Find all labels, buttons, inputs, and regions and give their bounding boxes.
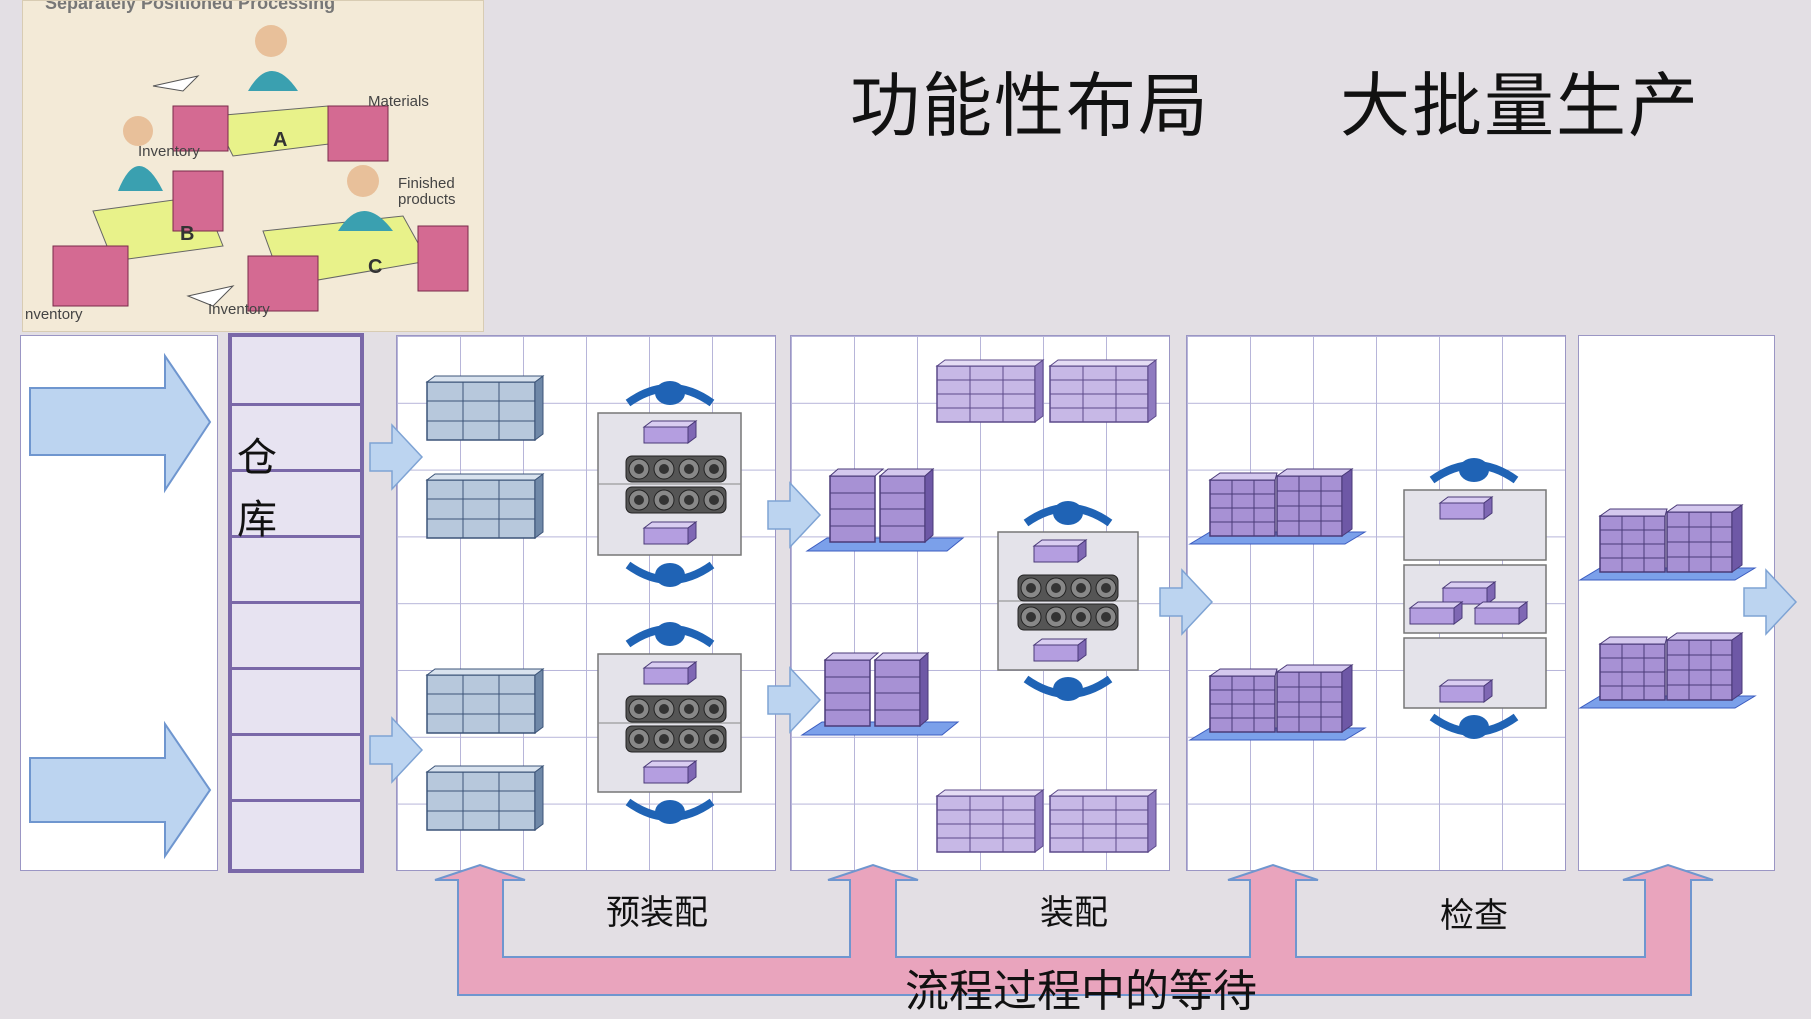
factory-illustration: Separately Positioned Processing A B C M…: [22, 0, 484, 332]
operator-icon: [1026, 677, 1110, 701]
finished-products-label: Finished products: [398, 175, 456, 208]
flow-arrow: [767, 482, 821, 548]
sub-assembly-stack: [806, 468, 964, 552]
operator-icon: [628, 800, 712, 824]
part-icon: [1442, 581, 1496, 605]
inventory-label-3: nventory: [25, 306, 83, 323]
part-icon: [1439, 496, 1493, 520]
product-stack: [1189, 664, 1366, 741]
part-icon: [1409, 601, 1463, 625]
part-icon: [643, 661, 697, 685]
inventory-label-1: Inventory: [138, 143, 200, 160]
illustration-caption: Separately Positioned Processing: [45, 0, 336, 13]
coil-icon: [1017, 574, 1119, 602]
operator-icon: [1026, 501, 1110, 525]
part-icon: [1474, 601, 1528, 625]
station-b-label: B: [180, 223, 195, 245]
stage-label-assembly: 装配: [1040, 893, 1108, 933]
coil-icon: [625, 455, 727, 483]
input-arrow-bottom: [29, 720, 212, 860]
product-stack: [1189, 468, 1366, 545]
coil-icon: [625, 725, 727, 753]
flow-arrow: [767, 667, 821, 733]
part-icon: [643, 760, 697, 784]
finished-stack: [1579, 504, 1756, 581]
flow-arrow: [1743, 569, 1797, 635]
part-icon: [1439, 679, 1493, 703]
part-icon: [643, 420, 697, 444]
parts-pallet: [1049, 789, 1157, 853]
input-arrow-top: [29, 352, 212, 494]
output-panel: [1578, 335, 1775, 871]
stage-label-inspection: 检查: [1440, 896, 1508, 936]
part-icon: [1033, 638, 1087, 662]
parts-pallet: [936, 359, 1044, 423]
sub-assembly-stack: [801, 652, 959, 736]
flow-arrow: [369, 424, 423, 490]
coil-icon: [1017, 603, 1119, 631]
component-stack: [426, 375, 544, 441]
part-icon: [1033, 539, 1087, 563]
finished-stack: [1579, 632, 1756, 709]
station-c-label: C: [368, 256, 383, 278]
operator-icon: [628, 563, 712, 587]
heading-mass-production: 大批量生产: [1340, 65, 1700, 147]
parts-pallet: [1049, 359, 1157, 423]
operator-icon: [1432, 458, 1516, 482]
flow-arrow: [369, 717, 423, 783]
inventory-label-2: Inventory: [208, 301, 270, 318]
heading-functional-layout: 功能性布局: [850, 65, 1210, 147]
operator-icon: [628, 381, 712, 405]
coil-icon: [625, 486, 727, 514]
part-icon: [643, 521, 697, 545]
station-a-label: A: [273, 129, 288, 151]
component-stack: [426, 765, 544, 831]
parts-pallet: [936, 789, 1044, 853]
stage-label-pre-assembly: 预装配: [606, 893, 708, 933]
operator-icon: [628, 622, 712, 646]
warehouse-label-1: 仓: [237, 435, 277, 481]
warehouse-label-2: 库: [237, 497, 277, 543]
component-stack: [426, 668, 544, 734]
waiting-caption: 流程过程中的等待: [905, 966, 1257, 1017]
waiting-arrows: [434, 863, 1714, 996]
component-stack: [426, 473, 544, 539]
coil-icon: [625, 695, 727, 723]
illustration-drawing: [52, 25, 469, 312]
flow-arrow: [1159, 569, 1213, 635]
warehouse-rack: [228, 333, 364, 873]
operator-icon: [1432, 715, 1516, 739]
materials-label: Materials: [368, 93, 429, 110]
